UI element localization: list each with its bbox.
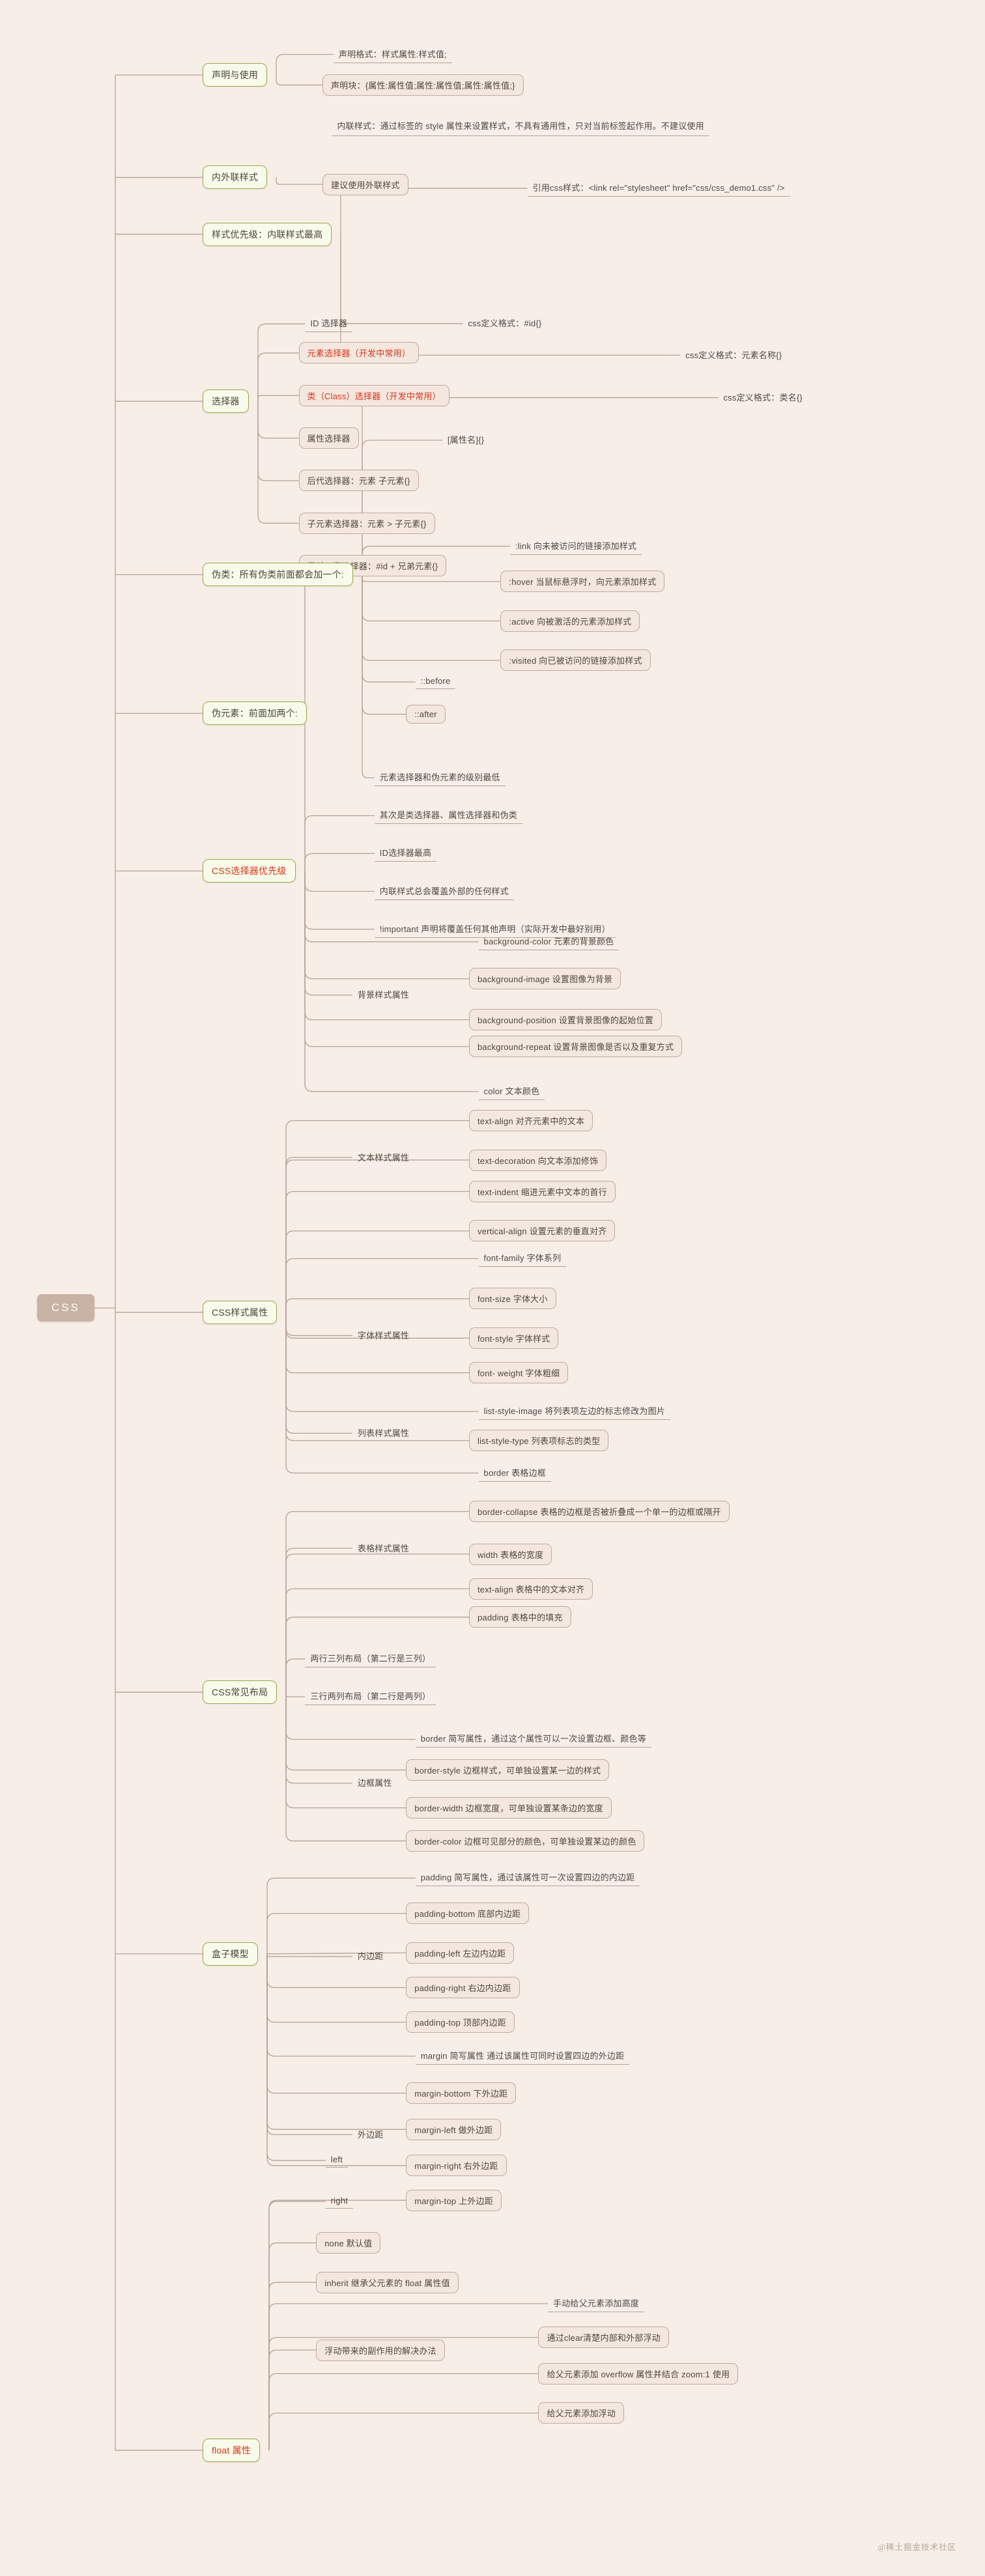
leaf-margin: margin 简写属性 通过该属性可同时设置四边的外边距 xyxy=(415,2048,630,2065)
branch-float[interactable]: float 属性 xyxy=(203,2439,260,2463)
branch-box-model[interactable]: 盒子模型 xyxy=(203,1942,258,1966)
leaf-text-decoration: text-decoration 向文本添加修饰 xyxy=(469,1149,607,1171)
leaf-priority-3: ID选择器最高 xyxy=(374,845,437,862)
leaf-before: ::before xyxy=(415,675,456,690)
leaf-border-color: border-color 边框可见部分的颜色，可单独设置某边的颜色 xyxy=(406,1830,645,1852)
leaf-border: border 简写属性，通过这个属性可以一次设置边框、颜色等 xyxy=(415,1731,651,1748)
watermark-credit: @稀土掘金技术社区 xyxy=(878,2543,956,2552)
branch-selector[interactable]: 选择器 xyxy=(203,389,249,414)
leaf-padding: padding 简写属性，通过该属性可一次设置四边的内边距 xyxy=(415,1869,640,1887)
leaf-float-left: left xyxy=(325,2153,348,2168)
panel-child-selector: 子元素选择器：元素 > 子元素{} xyxy=(298,512,435,534)
panel-descendant-selector: 后代选择器：元素 子元素{} xyxy=(298,470,419,492)
branch-style-props[interactable]: CSS样式属性 xyxy=(203,1300,278,1324)
leaf-font-style: font-style 字体样式 xyxy=(469,1327,559,1349)
root-node[interactable]: CSS xyxy=(36,1294,94,1322)
leaf-layout-2: 三行两列布局（第二行是两列） xyxy=(305,1688,436,1706)
panel-decl-block: 声明块：{属性:属性值;属性:属性值;属性:属性值;} xyxy=(322,74,524,96)
panel-float-solution: 浮动带来的副作用的解决办法 xyxy=(316,2339,445,2361)
leaf-bg-repeat: background-repeat 设置背景图像是否以及重复方式 xyxy=(469,1036,683,1058)
branch-declaration[interactable]: 声明与使用 xyxy=(203,63,268,87)
leaf-text-align: text-align 对齐元素中的文本 xyxy=(469,1110,593,1131)
leaf-bg-color: background-color 元素的背景颜色 xyxy=(478,933,620,950)
leaf-decl-format: 声明格式：样式属性:样式值; xyxy=(333,46,452,63)
leaf-priority-2: 其次是类选择器、属性选择器和伪类 xyxy=(374,807,522,825)
leaf-priority-1: 元素选择器和伪元素的级别最低 xyxy=(374,769,506,787)
group-text-props: 文本样式属性 xyxy=(357,1152,410,1163)
leaf-table-border: border 表格边框 xyxy=(478,1465,551,1482)
leaf-text-indent: text-indent 缩进元素中文本的首行 xyxy=(469,1180,616,1202)
leaf-class-selector-format: css定义格式：类名{} xyxy=(723,393,803,403)
leaf-margin-bottom: margin-bottom 下外边距 xyxy=(406,2082,517,2104)
panel-class-selector: 类（Class）选择器（开发中常用） xyxy=(298,384,450,406)
leaf-float-fix-4: 给父元素添加浮动 xyxy=(538,2402,625,2424)
leaf-padding-right: padding-right 右边内边距 xyxy=(406,1977,520,1998)
leaf-padding-left: padding-left 左边内边距 xyxy=(406,1942,515,1964)
branch-pseudo-element[interactable]: 伪元素：前面加两个: xyxy=(203,701,307,726)
branch-selector-priority[interactable]: CSS选择器优先级 xyxy=(203,859,296,883)
leaf-padding-top: padding-top 顶部内边距 xyxy=(406,2011,515,2033)
group-list-props: 列表样式属性 xyxy=(357,1428,410,1438)
group-table-props: 表格样式属性 xyxy=(357,1543,410,1553)
leaf-float-fix-1: 手动给父元素添加高度 xyxy=(548,2295,645,2312)
leaf-attr-selector-format: [属性名]{} xyxy=(447,435,485,446)
leaf-element-selector-format: css定义格式：元素名称{} xyxy=(685,350,782,360)
branch-common-layout[interactable]: CSS常见布局 xyxy=(203,1680,278,1705)
leaf-font-family: font-family 字体系列 xyxy=(478,1250,567,1267)
panel-float-inherit: inherit 继承父元素的 float 属性值 xyxy=(316,2271,459,2293)
branch-style-priority[interactable]: 样式优先级：内联样式最高 xyxy=(203,222,332,246)
leaf-float-right: right xyxy=(325,2194,354,2209)
leaf-priority-4: 内联样式总会覆盖外部的任何样式 xyxy=(374,883,514,900)
leaf-color: color 文本颜色 xyxy=(478,1083,545,1100)
group-margin-props: 外边距 xyxy=(357,2129,384,2140)
leaf-margin-top: margin-top 上外边距 xyxy=(406,2189,502,2211)
panel-prefer-external: 建议使用外联样式 xyxy=(322,173,408,195)
leaf-vertical-align: vertical-align 设置元素的垂直对齐 xyxy=(469,1220,616,1242)
leaf-list-style-type: list-style-type 列表项标志的类型 xyxy=(469,1430,609,1452)
leaf-link-pseudo: :link 向未被访问的链接添加样式 xyxy=(509,538,642,555)
leaf-priority-5: !important 声明将覆盖任何其他声明（实际开发中最好别用） xyxy=(374,921,616,938)
leaf-inline-style-note: 内联样式：通过标签的 style 属性来设置样式，不具有通用性，只对当前标签起作… xyxy=(332,119,709,136)
group-border-props: 边框属性 xyxy=(357,1778,392,1789)
branch-inline-external[interactable]: 内外联样式 xyxy=(203,165,268,190)
panel-visited-pseudo: :visited 向已被访问的链接添加样式 xyxy=(500,649,651,672)
leaf-list-style-image: list-style-image 将列表项左边的标志修改为图片 xyxy=(478,1403,671,1421)
leaf-font-weight: font- weight 字体粗细 xyxy=(469,1362,569,1384)
panel-element-selector: 元素选择器（开发中常用） xyxy=(298,342,420,364)
leaf-bg-position: background-position 设置背景图像的起始位置 xyxy=(469,1009,662,1031)
panel-hover-pseudo: :hover 当鼠标悬浮时，向元素添加样式 xyxy=(500,571,665,593)
leaf-margin-right: margin-right 右外边距 xyxy=(406,2155,507,2177)
leaf-font-size: font-size 字体大小 xyxy=(469,1288,556,1310)
leaf-border-width: border-width 边框宽度，可单独设置某条边的宽度 xyxy=(406,1797,612,1819)
leaf-id-selector-format: css定义格式：#id{} xyxy=(468,318,542,329)
leaf-id-selector: ID 选择器 xyxy=(305,315,353,333)
leaf-table-padding: padding 表格中的填充 xyxy=(469,1606,571,1628)
leaf-table-width: width 表格的宽度 xyxy=(469,1543,552,1565)
group-background-props: 背景样式属性 xyxy=(357,990,410,1000)
leaf-padding-bottom: padding-bottom 底部内边距 xyxy=(406,1903,530,1925)
leaf-border-style: border-style 边框样式，可单独设置某一边的样式 xyxy=(406,1759,610,1781)
branch-pseudo-class[interactable]: 伪类：所有伪类前面都会加一个: xyxy=(203,563,353,587)
group-font-props: 字体样式属性 xyxy=(357,1330,410,1340)
group-padding-props: 内边距 xyxy=(357,1951,384,1962)
leaf-link-tag: 引用css样式：<link rel="stylesheet" href="css… xyxy=(527,180,790,197)
panel-float-none: none 默认值 xyxy=(316,2232,381,2254)
leaf-float-fix-3: 给父元素添加 overflow 属性并结合 zoom:1 使用 xyxy=(538,2362,739,2385)
panel-after: ::after xyxy=(406,705,446,724)
leaf-float-fix-2: 通过clear清楚内部和外部浮动 xyxy=(538,2327,669,2349)
leaf-table-text-align: text-align 表格中的文本对齐 xyxy=(469,1578,593,1600)
panel-active-pseudo: :active 向被激活的元素添加样式 xyxy=(500,610,640,632)
leaf-border-collapse: border-collapse 表格的边框是否被折叠成一个单一的边框或隔开 xyxy=(469,1501,730,1523)
panel-attr-selector: 属性选择器 xyxy=(298,427,359,449)
leaf-bg-image: background-image 设置图像为背景 xyxy=(469,968,621,990)
leaf-layout-1: 两行三列布局（第二行是三列） xyxy=(305,1650,436,1668)
leaf-margin-left: margin-left 做外边距 xyxy=(406,2118,502,2140)
